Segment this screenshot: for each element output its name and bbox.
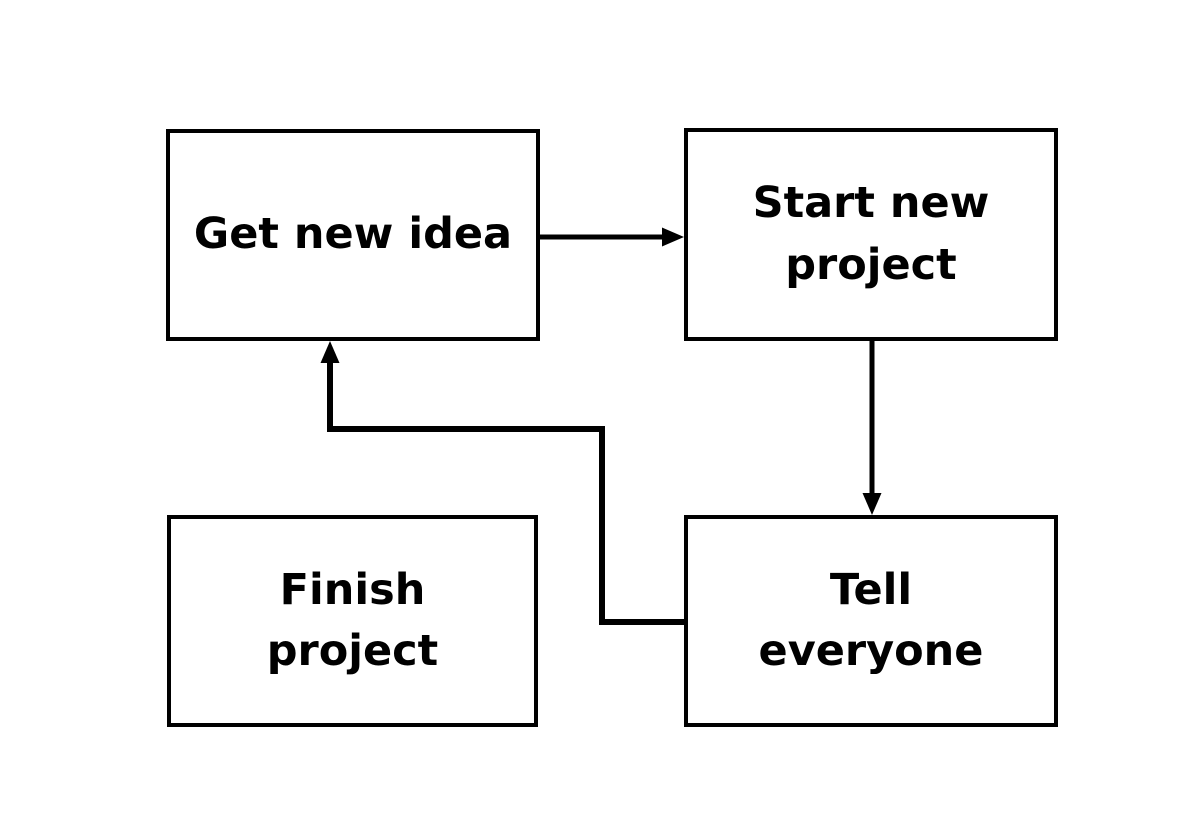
- edge-start-new-project-to-tell-everyone: [862, 341, 882, 515]
- node-get-new-idea: Get new idea: [166, 129, 540, 341]
- node-finish-project-label: Finish project: [266, 564, 439, 676]
- node-start-new-project: Start new project: [684, 128, 1058, 341]
- node-get-new-idea-label: Get new idea: [193, 209, 513, 260]
- node-start-new-project-label: Start new project: [752, 178, 990, 290]
- node-tell-everyone: Tell everyone: [684, 515, 1058, 727]
- node-tell-everyone-label: Tell everyone: [758, 564, 984, 676]
- edge-get-new-idea-to-start-new-project: [540, 227, 684, 247]
- arrowhead-up-icon: [320, 341, 340, 363]
- node-finish-project: Finish project: [167, 515, 538, 727]
- arrowhead-down-icon: [862, 493, 882, 515]
- arrowhead-right-icon: [662, 227, 684, 247]
